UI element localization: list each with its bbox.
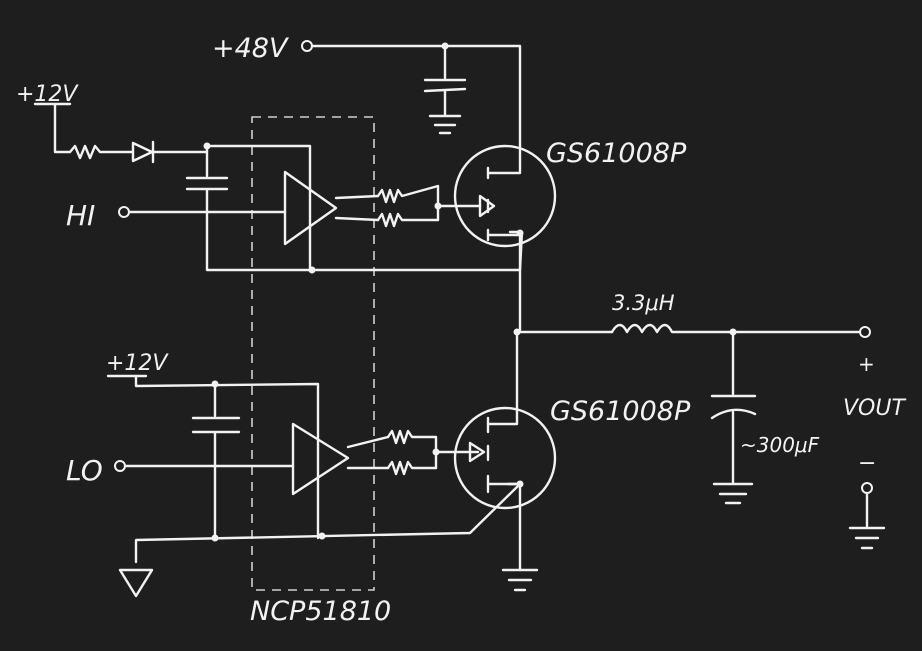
driver-ic-outline (251, 116, 375, 591)
label-fet-bottom: GS61008P (550, 396, 691, 427)
bottom-driver-buffer (291, 422, 438, 496)
vout-minus-terminal (848, 482, 886, 550)
label-12v-top: +12V (16, 82, 79, 107)
label-inductor: 3.3μH (612, 291, 675, 315)
bottom-fet (432, 330, 557, 592)
supply-12v-top (33, 102, 314, 272)
lo-input (114, 460, 295, 472)
label-vout-minus: − (858, 451, 876, 476)
label-hi: HI (66, 199, 95, 232)
label-driver-ic: NCP51810 (250, 596, 391, 627)
supply-12v-bottom (106, 374, 320, 542)
label-capacitor: ~300μF (740, 433, 820, 457)
rail-48v (301, 40, 522, 147)
label-lo: LO (66, 454, 103, 487)
label-vout: VOUT (843, 396, 906, 421)
top-driver-buffer (283, 170, 517, 274)
hi-input (118, 206, 287, 218)
ground-bus (118, 482, 522, 598)
label-vout-plus: + (858, 352, 875, 376)
top-fet (434, 143, 557, 332)
label-fet-top: GS61008P (546, 138, 687, 169)
label-48v: +48V (212, 33, 290, 64)
label-12v-bottom: +12V (106, 351, 169, 376)
